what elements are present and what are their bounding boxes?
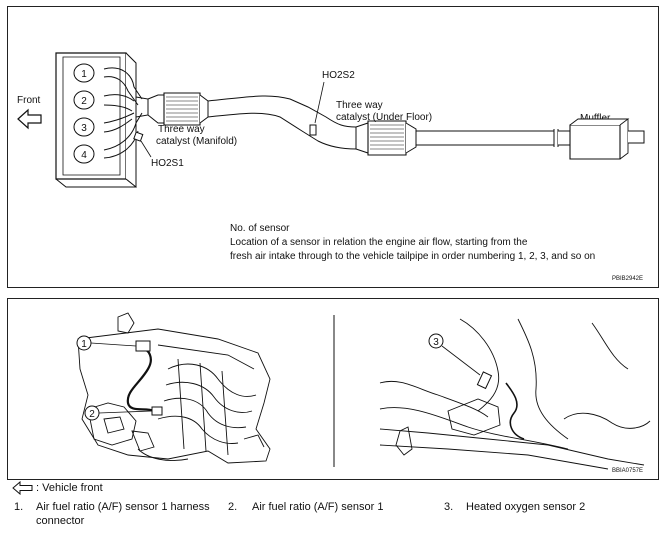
legend-item-3-text: Heated oxygen sensor 2 <box>466 501 586 513</box>
muffler-label: Muffler <box>580 113 611 124</box>
vehicle-front-legend: : Vehicle front <box>36 482 103 494</box>
af-sensor-harness-connector-icon <box>135 340 151 352</box>
cylinder-3-label: 3 <box>81 123 87 134</box>
af-sensor-1-icon <box>151 406 163 416</box>
callout-3: 3 <box>428 333 481 376</box>
legend-item-2-number: 2. <box>228 501 238 513</box>
callout-2: 2 <box>84 405 153 421</box>
callout-2-label: 2 <box>89 409 95 420</box>
note-description-line1: Location of a sensor in relation the eng… <box>230 237 528 248</box>
cylinder-4: 4 <box>73 144 95 164</box>
exhaust-front-pipe <box>207 95 364 150</box>
cylinder-2-label: 2 <box>81 96 87 107</box>
callout-3-label: 3 <box>433 337 439 348</box>
exhaust-sensor-layout-diagram: Front 1 2 3 4 <box>7 6 659 288</box>
figure-code-bottom: BBIA0757E <box>612 468 643 474</box>
ho2s2-label: HO2S2 <box>322 70 355 81</box>
manifold-catalyst <box>147 92 209 126</box>
under-floor-catalyst <box>355 120 417 156</box>
legend-item-1-text-line2: connector <box>36 515 85 527</box>
legend-item-2-text: Air fuel ratio (A/F) sensor 1 <box>252 501 384 513</box>
cylinder-1-label: 1 <box>81 69 87 80</box>
legend-item-1-text-line1: Air fuel ratio (A/F) sensor 1 harness <box>36 501 210 513</box>
under-floor-catalyst-label-line1: Three way <box>336 100 383 111</box>
ho2s1-sensor-icon <box>133 131 144 142</box>
callout-1-label: 1 <box>81 339 87 350</box>
exhaust-manifold <box>103 67 149 159</box>
cylinder-4-label: 4 <box>81 150 87 161</box>
exhaust-system-drawing: Front 1 2 3 4 <box>17 52 645 282</box>
front-label: Front <box>17 95 41 106</box>
sensor-harness-wire <box>126 345 155 413</box>
ho2s1-leader-line <box>140 140 152 158</box>
note-heading: No. of sensor <box>230 223 290 234</box>
legend-item-1-number: 1. <box>14 501 24 513</box>
under-floor-catalyst-label-line2: catalyst (Under Floor) <box>336 112 432 123</box>
ho2s2-wire <box>505 382 525 440</box>
under-floor-view-drawing <box>379 318 651 470</box>
sensor-location-drawing: 1 2 3 BBIA0757E <box>76 312 651 474</box>
ho2s1-label: HO2S1 <box>151 158 184 169</box>
vehicle-front-arrow-icon <box>12 481 33 495</box>
front-arrow-icon <box>17 108 42 130</box>
cylinder-3: 3 <box>73 117 95 137</box>
exhaust-center-pipe <box>416 129 559 147</box>
manifold-catalyst-label-line2: catalyst (Manifold) <box>156 136 237 147</box>
engine-side-view-drawing <box>77 312 271 464</box>
note-description-line2: fresh air intake through to the vehicle … <box>230 251 595 262</box>
cylinder-2: 2 <box>73 90 95 110</box>
ho2s2-sensor-icon <box>309 124 317 136</box>
legend-item-3-number: 3. <box>444 501 454 513</box>
manifold-catalyst-label-line1: Three way <box>158 124 205 135</box>
sensor-location-photos-panel: 1 2 3 BBIA0757E <box>7 298 659 480</box>
cylinder-1: 1 <box>73 63 95 83</box>
heated-oxygen-sensor-2-icon <box>476 371 493 390</box>
figure-code-top: PBIB2942E <box>612 276 643 282</box>
engine-block <box>55 52 137 189</box>
muffler <box>558 118 645 160</box>
ho2s2-leader-line <box>314 81 325 124</box>
callout-1: 1 <box>76 335 137 351</box>
